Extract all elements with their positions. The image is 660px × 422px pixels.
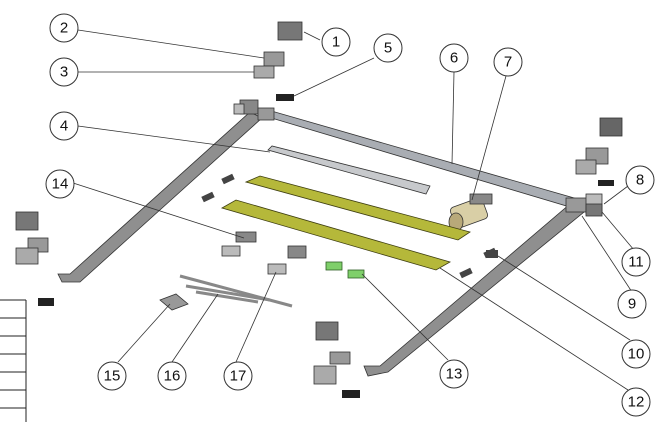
callout-1-label: 1 [332,34,340,51]
callout-5: 5 [373,33,403,63]
bottom-loose-bracket [315,321,339,341]
callout-13: 13 [439,359,469,389]
part-8-plate-2 [575,159,597,175]
rail-lower [220,199,452,271]
part-5-block [276,94,294,101]
callout-14: 14 [45,169,75,199]
callout-2: 2 [49,13,79,43]
left-loose-plate-2 [15,247,39,265]
callout-7: 7 [493,47,523,77]
left-shoulder-bracket [233,99,275,121]
callout-12: 12 [621,387,651,417]
left-loose-block [38,298,54,306]
part-15-plate [159,293,189,311]
callout-15: 15 [97,361,127,391]
parts-drawing [15,21,623,398]
callout-10-label: 10 [628,346,645,363]
part-2-plate [263,51,285,67]
callout-7-label: 7 [504,54,512,71]
callout-5-label: 5 [384,40,392,57]
callout-8: 8 [625,165,655,195]
callout-16-label: 16 [164,368,181,385]
part-8-bracket [599,117,623,137]
front-bar [267,145,431,195]
part-11-bracket [585,203,603,217]
callout-4: 4 [49,111,79,141]
callout-4-label: 4 [60,118,68,135]
end-cap [459,267,473,279]
part-13-clip-2 [347,269,365,279]
callout-11-label: 11 [628,254,644,271]
rail-upper [244,175,471,241]
part-3-plate [253,65,275,79]
callout-11: 11 [621,247,651,277]
callout-12-label: 12 [628,394,645,411]
left-loose-bracket [15,211,39,231]
callout-6: 6 [439,43,469,73]
callout-6-label: 6 [450,50,458,67]
part-16-rods [179,274,293,308]
bottom-loose-plate [329,351,351,365]
leader-lines [69,29,635,391]
callout-14-label: 14 [52,176,69,193]
callout-3-label: 3 [60,64,68,81]
part-17-plate [267,263,287,275]
motor [448,193,493,232]
part-14-clip-2 [287,245,307,259]
part-1-bracket [277,21,303,41]
callouts: 1 2 3 4 5 6 7 8 [45,13,655,417]
bottom-loose-plate-2 [313,365,337,385]
callout-17-label: 17 [230,368,247,385]
callout-10: 10 [621,339,651,369]
part-14-clip [235,231,257,243]
parts-table-fragment [0,299,27,422]
callout-2-label: 2 [60,20,68,37]
end-cap [221,173,235,185]
callout-9-label: 9 [628,296,636,313]
callout-3: 3 [49,57,79,87]
callout-15-label: 15 [104,368,121,385]
callout-17: 17 [223,361,253,391]
callout-13-label: 13 [446,366,463,383]
part-10-block [486,250,498,258]
callout-9: 9 [617,289,647,319]
end-cap [201,191,215,203]
part-13-clip [325,261,343,271]
callout-16: 16 [157,361,187,391]
callout-1: 1 [321,27,351,57]
part-14-plate [221,245,241,257]
bottom-loose-block [342,390,360,398]
callout-8-label: 8 [636,172,644,189]
part-8-block [598,180,614,186]
